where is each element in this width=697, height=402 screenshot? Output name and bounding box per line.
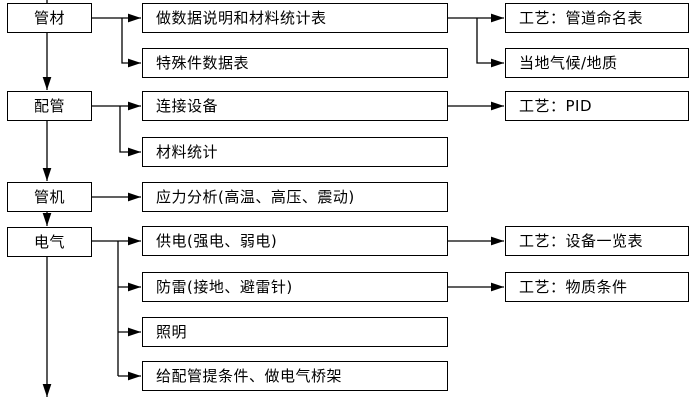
node-process-pid: 工艺：PID (505, 91, 689, 121)
node-power-supply: 供电(强电、弱电) (142, 226, 448, 256)
node-special-parts-data: 特殊件数据表 (142, 48, 448, 78)
node-label: 连接设备 (156, 96, 219, 115)
edge-pipematerial-specialparts (121, 18, 141, 68)
node-pipe-material: 管材 (7, 3, 92, 33)
node-label: 管机 (33, 187, 65, 206)
node-pipe-machine: 管机 (7, 182, 92, 212)
node-label: 做数据说明和材料统计表 (156, 8, 327, 27)
node-lighting: 照明 (142, 317, 448, 347)
node-label: 工艺：物质条件 (519, 277, 628, 296)
edge-datastats-climate (476, 18, 504, 68)
node-label: 特殊件数据表 (156, 53, 250, 72)
node-label: 工艺：设备一览表 (519, 231, 644, 250)
node-label: 材料统计 (156, 142, 219, 161)
edge-piping-materialstats (119, 106, 141, 157)
node-label: 当地气候/地质 (519, 53, 618, 72)
node-piping: 配管 (7, 91, 92, 121)
node-electrical: 电气 (7, 227, 92, 257)
node-piping-conditions-cable-tray: 给配管提条件、做电气桥架 (142, 361, 448, 391)
node-stress-analysis: 应力分析(高温、高压、震动) (142, 182, 448, 212)
node-local-climate-geology: 当地气候/地质 (505, 48, 689, 78)
node-lightning-protection: 防雷(接地、避雷针) (142, 272, 448, 302)
node-label: 供电(强电、弱电) (156, 231, 278, 250)
node-label: 给配管提条件、做电气桥架 (156, 366, 343, 385)
node-label: 防雷(接地、避雷针) (156, 277, 293, 296)
node-label: 电气 (33, 232, 65, 251)
node-label: 照明 (156, 322, 188, 341)
node-label: 管材 (33, 8, 65, 27)
node-process-equipment-list: 工艺：设备一览表 (505, 226, 689, 256)
node-connect-equipment: 连接设备 (142, 91, 448, 121)
node-process-material-conditions: 工艺：物质条件 (505, 272, 689, 302)
node-label: 工艺：PID (519, 96, 593, 115)
node-data-desc-material-stats: 做数据说明和材料统计表 (142, 3, 448, 33)
node-label: 应力分析(高温、高压、震动) (156, 187, 355, 206)
node-process-pipe-naming: 工艺：管道命名表 (505, 3, 689, 33)
node-material-stats: 材料统计 (142, 137, 448, 167)
node-label: 配管 (33, 96, 65, 115)
node-label: 工艺：管道命名表 (519, 8, 644, 27)
